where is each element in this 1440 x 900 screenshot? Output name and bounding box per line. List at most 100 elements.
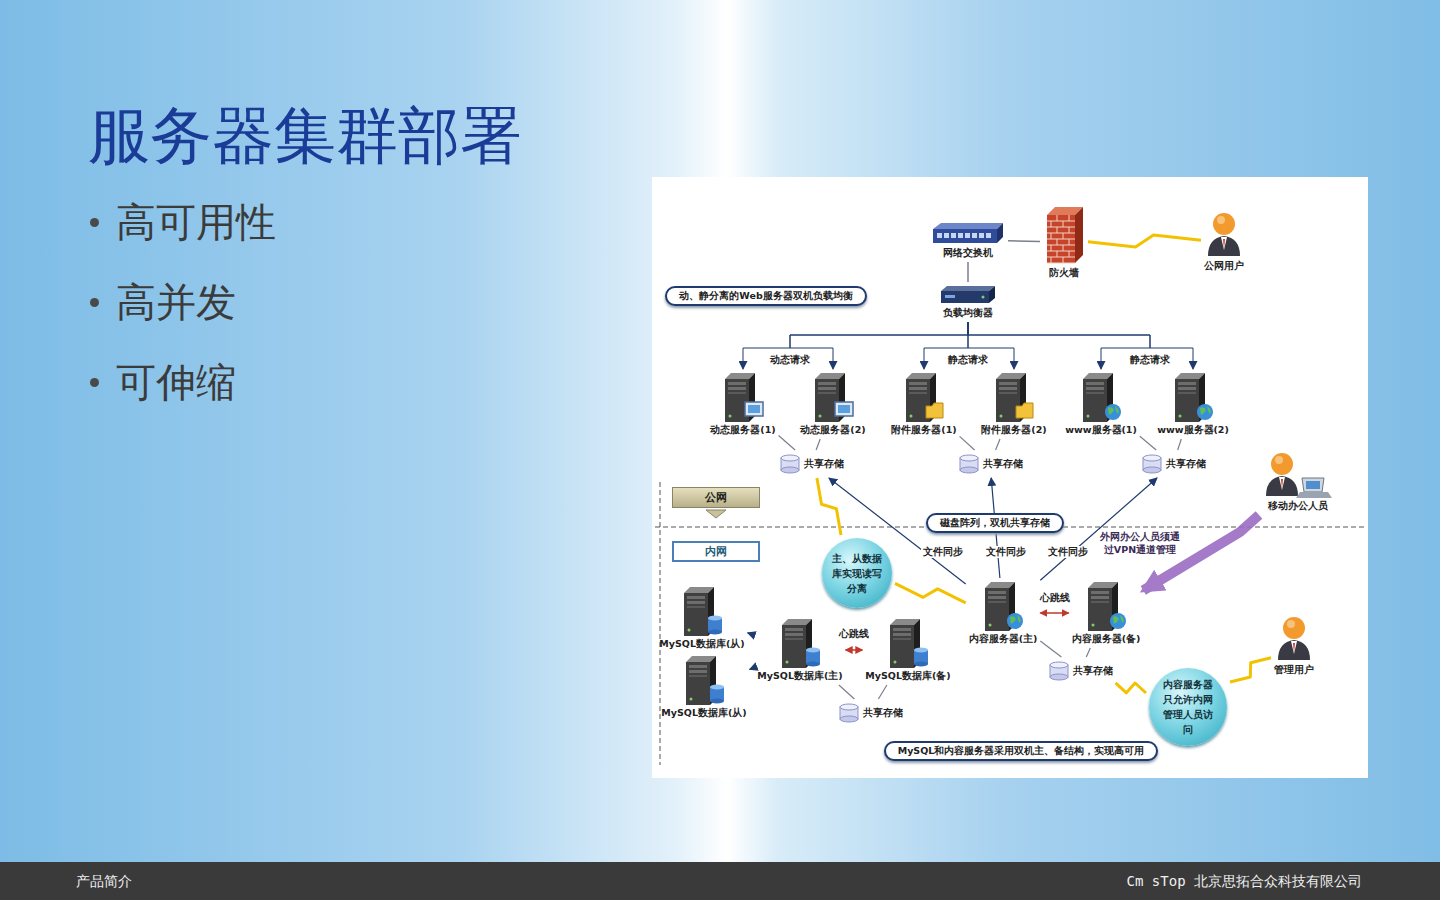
connector: [878, 685, 887, 699]
node-text: 移动办公人员: [1268, 500, 1328, 512]
zone-tag: 内网: [672, 541, 760, 562]
device-node: 负载均衡器: [939, 285, 997, 319]
node-text: MySQL数据库(从): [661, 707, 746, 719]
node-text: 附件服务器(1): [891, 424, 956, 436]
node-text: 动态服务器(1): [710, 424, 775, 436]
server-icon: [680, 586, 724, 636]
device-node: MySQL数据库(备): [865, 618, 950, 682]
node-text: MySQL和内容服务器采用双机主、备结构，实现高可用: [898, 745, 1145, 757]
edge-label: 心跳线: [837, 628, 871, 640]
server-icon: [721, 372, 765, 422]
note-band: MySQL和内容服务器采用双机主、备结构，实现高可用: [884, 741, 1159, 761]
bullet-dot: [90, 378, 99, 387]
node-text: 共享存储: [1166, 458, 1206, 470]
device-node: www服务器(2): [1157, 372, 1229, 436]
node-text: 网络交换机: [943, 247, 993, 259]
bullet-item: 可伸缩: [116, 357, 236, 407]
node-text: 动、静分离的Web服务器双机负载均衡: [679, 290, 852, 302]
diagram-panel: [652, 177, 1368, 778]
request-label: 静态请求: [946, 354, 990, 366]
edge-label: 心跳线: [1038, 592, 1072, 604]
bullet-dot: [90, 298, 99, 307]
connector: [1008, 240, 1040, 242]
lightning-link: [895, 583, 966, 602]
server-icon: [1171, 372, 1215, 422]
device-node: 内容服务器(备): [1072, 581, 1141, 645]
server-icon: [1084, 581, 1128, 631]
connector: [748, 633, 755, 635]
device-node: 移动办公人员: [1262, 448, 1334, 512]
bullet-dot: [90, 218, 99, 227]
note-band: 动、静分离的Web服务器双机负载均衡: [665, 286, 866, 306]
device-node: 管理用户: [1274, 612, 1314, 676]
storage-node: 共享存储: [1141, 453, 1206, 475]
connector: [960, 436, 975, 450]
node-text: 公网用户: [1204, 260, 1244, 272]
device-node: MySQL数据库(主): [757, 618, 842, 682]
storage-icon: [958, 453, 980, 475]
slide-title: 服务器集群部署: [88, 96, 522, 176]
device-node: 网络交换机: [931, 221, 1005, 259]
connector: [750, 668, 755, 670]
bullet-item: 高可用性: [116, 197, 276, 247]
connector: [839, 685, 855, 699]
node-text: www服务器(1): [1065, 424, 1137, 436]
lightning-link: [1116, 683, 1147, 693]
server-icon: [902, 372, 946, 422]
node-text: 内容服务器只允许内网管理人员访问: [1161, 677, 1215, 737]
server-icon: [811, 372, 855, 422]
connector: [743, 322, 968, 369]
node-text: MySQL数据库(主): [757, 670, 842, 682]
lightning-link: [1088, 235, 1201, 247]
device-node: MySQL数据库(从): [661, 655, 746, 719]
node-text: MySQL数据库(备): [865, 670, 950, 682]
node-text: 附件服务器(2): [981, 424, 1046, 436]
connector: [1040, 612, 1068, 614]
load-balancer-icon: [939, 285, 997, 305]
server-icon: [992, 372, 1036, 422]
zone-tag: 公网: [672, 487, 760, 508]
lightning-link: [1230, 658, 1271, 682]
firewall-icon: [1043, 205, 1085, 265]
node-text: 防火墙: [1049, 267, 1079, 279]
edge-label: 外网办公人员须通过VPN通道管理: [1098, 530, 1182, 556]
divider-line: [660, 482, 661, 765]
note-circle: 主、从数据库实现读写分离: [822, 538, 892, 608]
footer-text: 产品简介: [76, 872, 132, 890]
server-icon: [981, 581, 1025, 631]
device-node: 防火墙: [1043, 205, 1085, 279]
connector: [779, 436, 796, 451]
edge-label: 文件同步: [1046, 546, 1090, 558]
device-node: 内容服务器(主): [969, 581, 1038, 645]
footer-text: Cm sTop 北京思拓合众科技有限公司: [1127, 872, 1362, 890]
device-node: www服务器(1): [1065, 372, 1137, 436]
device-node: 动态服务器(1): [710, 372, 775, 436]
connector: [968, 322, 1193, 369]
mobile-user-icon: [1262, 448, 1334, 498]
storage-icon: [838, 702, 860, 724]
connector: [790, 322, 968, 369]
device-node: MySQL数据库(从): [659, 586, 744, 650]
switch-icon: [931, 221, 1005, 245]
node-text: 共享存储: [1073, 665, 1113, 677]
node-text: 共享存储: [804, 458, 844, 470]
tag-chevron: [706, 510, 726, 518]
connector: [816, 439, 820, 450]
connector: [846, 649, 863, 651]
node-text: 负载均衡器: [943, 307, 993, 319]
storage-node: 共享存储: [958, 453, 1023, 475]
connector: [1140, 436, 1156, 450]
lightning-link: [817, 478, 841, 535]
request-label: 静态请求: [1128, 354, 1172, 366]
server-icon: [1079, 372, 1123, 422]
edge-label: 文件同步: [984, 546, 1028, 558]
node-text: 磁盘阵列，双机共享存储: [940, 517, 1050, 529]
note-band: 磁盘阵列，双机共享存储: [926, 513, 1064, 533]
connector: [1086, 648, 1090, 657]
node-text: 主、从数据库实现读写分离: [828, 551, 886, 596]
connector: [1178, 439, 1182, 450]
device-node: 附件服务器(1): [891, 372, 956, 436]
connector: [968, 322, 1150, 369]
node-text: 管理用户: [1274, 664, 1314, 676]
